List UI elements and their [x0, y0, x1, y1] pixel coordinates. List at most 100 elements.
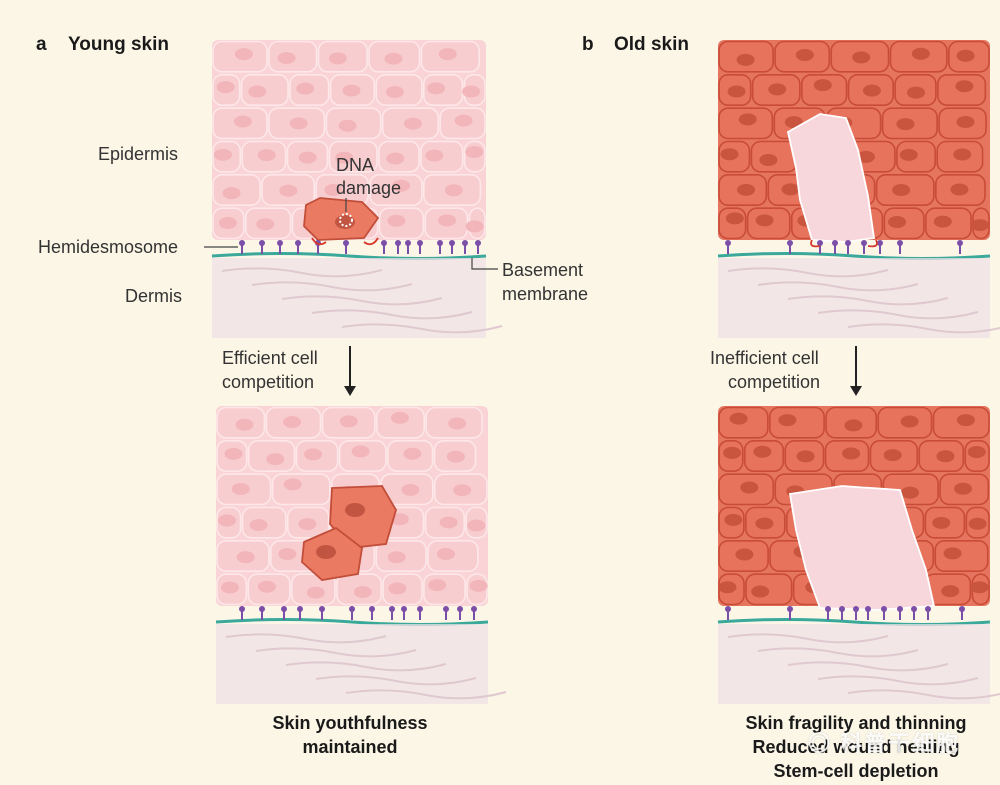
epidermal-cell	[423, 573, 466, 606]
wechat-icon: ◎	[808, 731, 833, 756]
cell-nucleus	[234, 48, 253, 61]
epidermal-cell	[328, 140, 378, 173]
competition-arrow-right	[363, 237, 379, 246]
cell-nucleus	[427, 82, 446, 95]
cell-nucleus	[856, 150, 875, 163]
watermark-text: 科普干细胞	[840, 731, 961, 756]
hemidesmosome-head	[957, 240, 963, 246]
cell-nucleus	[813, 79, 832, 92]
cell-nucleus	[298, 518, 317, 531]
cell-nucleus	[888, 215, 907, 228]
cell-nucleus	[438, 48, 457, 61]
hemidesmosome-head	[725, 240, 731, 246]
hemidesmosome-head	[725, 606, 731, 612]
cell-nucleus	[296, 82, 315, 95]
cell-nucleus	[387, 214, 406, 227]
cell-nucleus	[256, 218, 275, 231]
hemidesmosome-head	[239, 240, 245, 246]
cell-nucleus	[403, 117, 422, 130]
old-skin-after-tissue	[717, 406, 1000, 704]
cell-nucleus	[439, 516, 458, 529]
hemidesmosome-head	[925, 606, 931, 612]
cell-nucleus	[218, 217, 237, 230]
basement-membrane-label-line2: membrane	[502, 284, 589, 304]
panel-a-title: Young skin	[68, 34, 169, 55]
hemidesmosome-head	[417, 606, 423, 612]
dermal-fiber	[225, 633, 387, 644]
cell-nucleus	[446, 450, 465, 463]
cell-nucleus	[778, 414, 797, 427]
competition-arrow-left	[810, 239, 821, 248]
hemidesmosome-head	[825, 606, 831, 612]
cell-nucleus	[216, 81, 235, 94]
cell-nucleus	[390, 513, 409, 526]
cell-nucleus	[388, 582, 407, 595]
cell-nucleus	[900, 415, 919, 428]
cell-nucleus	[842, 447, 861, 460]
cell-nucleus	[970, 219, 989, 232]
cell-nucleus	[324, 183, 343, 196]
cell-nucleus	[448, 417, 467, 430]
dermal-fiber	[281, 295, 443, 306]
cell-nucleus	[720, 148, 739, 161]
watermark: ◎ 科普干细胞	[808, 726, 960, 758]
cell-nucleus	[316, 545, 336, 559]
young-skin-tissue	[211, 40, 503, 338]
old-skin-tissue	[717, 40, 1000, 338]
dermal-fiber	[341, 323, 503, 334]
cell-nucleus	[220, 581, 239, 594]
hemidesmosome-head	[259, 606, 265, 612]
dermal-fiber	[315, 675, 477, 686]
dermal-fiber	[817, 675, 979, 686]
expanding-clone-cell	[329, 485, 397, 549]
hemidesmosome-head	[787, 240, 793, 246]
cell-nucleus	[727, 85, 746, 98]
cell-nucleus	[345, 503, 365, 517]
cell-nucleus	[339, 415, 358, 428]
dermal-fiber	[345, 689, 507, 700]
cell-nucleus	[735, 548, 754, 561]
cell-nucleus	[306, 586, 325, 599]
cell-nucleus	[298, 151, 317, 164]
cell-nucleus	[723, 446, 742, 459]
basement-membrane	[211, 252, 487, 260]
cell-nucleus	[213, 148, 232, 161]
cell-nucleus	[738, 113, 757, 126]
hemidesmosome-head	[449, 240, 455, 246]
cell-nucleus	[436, 548, 455, 561]
cell-nucleus	[304, 448, 323, 461]
arrow-a-label-line1: Efficient cell	[222, 348, 318, 368]
cell-nucleus	[725, 212, 744, 225]
cell-nucleus	[883, 449, 902, 462]
cell-nucleus	[249, 519, 268, 532]
cell-nucleus	[403, 447, 422, 460]
hemidesmosome-head	[417, 240, 423, 246]
hemidesmosome-head	[861, 240, 867, 246]
hemidesmosome-head	[349, 606, 355, 612]
cell-nucleus	[224, 447, 243, 460]
arrow-b-label-line2: competition	[728, 372, 821, 392]
cell-nucleus	[425, 149, 444, 162]
cell-nucleus	[387, 551, 406, 564]
cell-nucleus	[328, 52, 347, 65]
hemidesmosome-head	[259, 240, 265, 246]
cell-nucleus	[892, 183, 911, 196]
cell-nucleus	[755, 214, 774, 227]
competition-arrow-a-head	[344, 386, 356, 396]
arrow-a-label-line2: competition	[222, 372, 315, 392]
cell-nucleus	[453, 484, 472, 497]
cell-nucleus	[277, 51, 296, 64]
cell-nucleus	[941, 585, 960, 598]
cell-nucleus	[465, 145, 484, 158]
hemidesmosome-head	[475, 240, 481, 246]
pale-clone-expanded	[788, 485, 936, 611]
epidermal-cell	[934, 540, 989, 572]
cell-nucleus	[956, 414, 975, 427]
cell-nucleus	[257, 580, 276, 593]
epidermal-cell	[769, 406, 825, 439]
competition-arrow-left	[311, 237, 327, 246]
cell-nucleus	[231, 482, 250, 495]
outcome-a-line2: maintained	[302, 737, 398, 757]
cell-nucleus	[862, 84, 881, 97]
basement-membrane-pointer	[471, 258, 498, 270]
